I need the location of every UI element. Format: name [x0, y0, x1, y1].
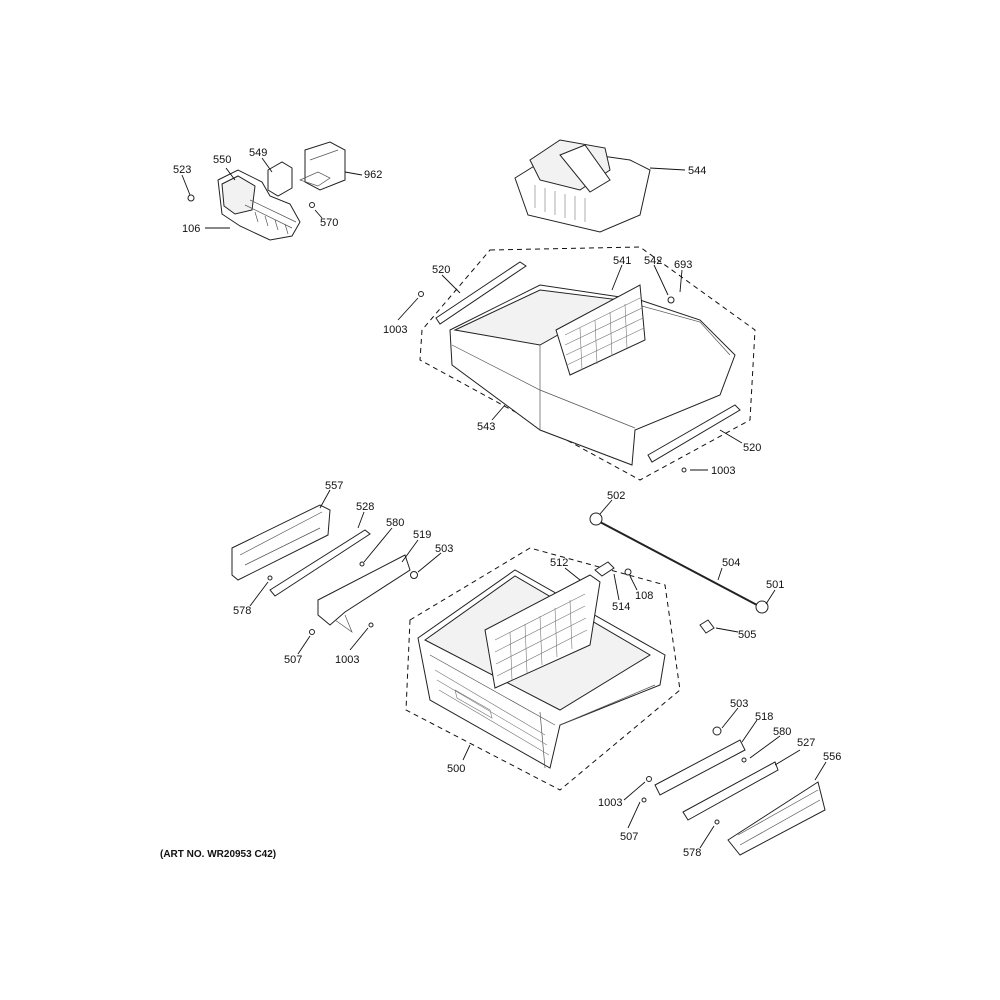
- callout-1003-mid-left: 1003: [335, 654, 359, 666]
- callout-580-left: 580: [386, 517, 404, 529]
- callout-528: 528: [356, 501, 374, 513]
- art-number: (ART NO. WR20953 C42): [160, 849, 276, 860]
- callout-1003-upper-right: 1003: [711, 465, 735, 477]
- upper-freezer-drawer: [418, 246, 756, 481]
- callout-503-left: 503: [435, 543, 453, 555]
- callout-507-right: 507: [620, 831, 638, 843]
- callout-962: 962: [364, 169, 382, 181]
- callout-504: 504: [722, 557, 740, 569]
- drawer-linkage-rod: [589, 512, 769, 634]
- callout-514: 514: [612, 601, 630, 613]
- callout-543: 543: [477, 421, 495, 433]
- callout-520-upper: 520: [432, 264, 450, 276]
- leader-lines: [181, 157, 827, 849]
- callout-580-right: 580: [773, 726, 791, 738]
- lower-freezer-basket: [405, 547, 681, 791]
- callout-512: 512: [550, 557, 568, 569]
- callout-519: 519: [413, 529, 431, 541]
- ice-bucket: [514, 139, 651, 233]
- callout-557: 557: [325, 480, 343, 492]
- callout-1003-lower-right: 1003: [598, 797, 622, 809]
- callout-578-right: 578: [683, 847, 701, 859]
- callout-507-left: 507: [284, 654, 302, 666]
- right-slide-rail: [641, 726, 826, 856]
- callout-500: 500: [447, 763, 465, 775]
- callout-labels: 523 550 549 962 106 570 544 520 541 542 …: [173, 147, 841, 859]
- callout-502: 502: [607, 490, 625, 502]
- callout-108: 108: [635, 590, 653, 602]
- callout-1003-upper-left: 1003: [383, 324, 407, 336]
- left-slide-rail: [231, 504, 418, 635]
- callout-501: 501: [766, 579, 784, 591]
- ice-maker-assembly: [187, 141, 346, 241]
- callout-527: 527: [797, 737, 815, 749]
- callout-578-left: 578: [233, 605, 251, 617]
- callout-570: 570: [320, 217, 338, 229]
- callout-523: 523: [173, 164, 191, 176]
- callout-556: 556: [823, 751, 841, 763]
- callout-518: 518: [755, 711, 773, 723]
- callout-549: 549: [249, 147, 267, 159]
- callout-520-lower: 520: [743, 442, 761, 454]
- callout-544: 544: [688, 165, 706, 177]
- callout-550: 550: [213, 154, 231, 166]
- callout-541: 541: [613, 255, 631, 267]
- callout-505: 505: [738, 629, 756, 641]
- callout-542: 542: [644, 255, 662, 267]
- callout-503-right: 503: [730, 698, 748, 710]
- callout-693: 693: [674, 259, 692, 271]
- callout-106: 106: [182, 223, 200, 235]
